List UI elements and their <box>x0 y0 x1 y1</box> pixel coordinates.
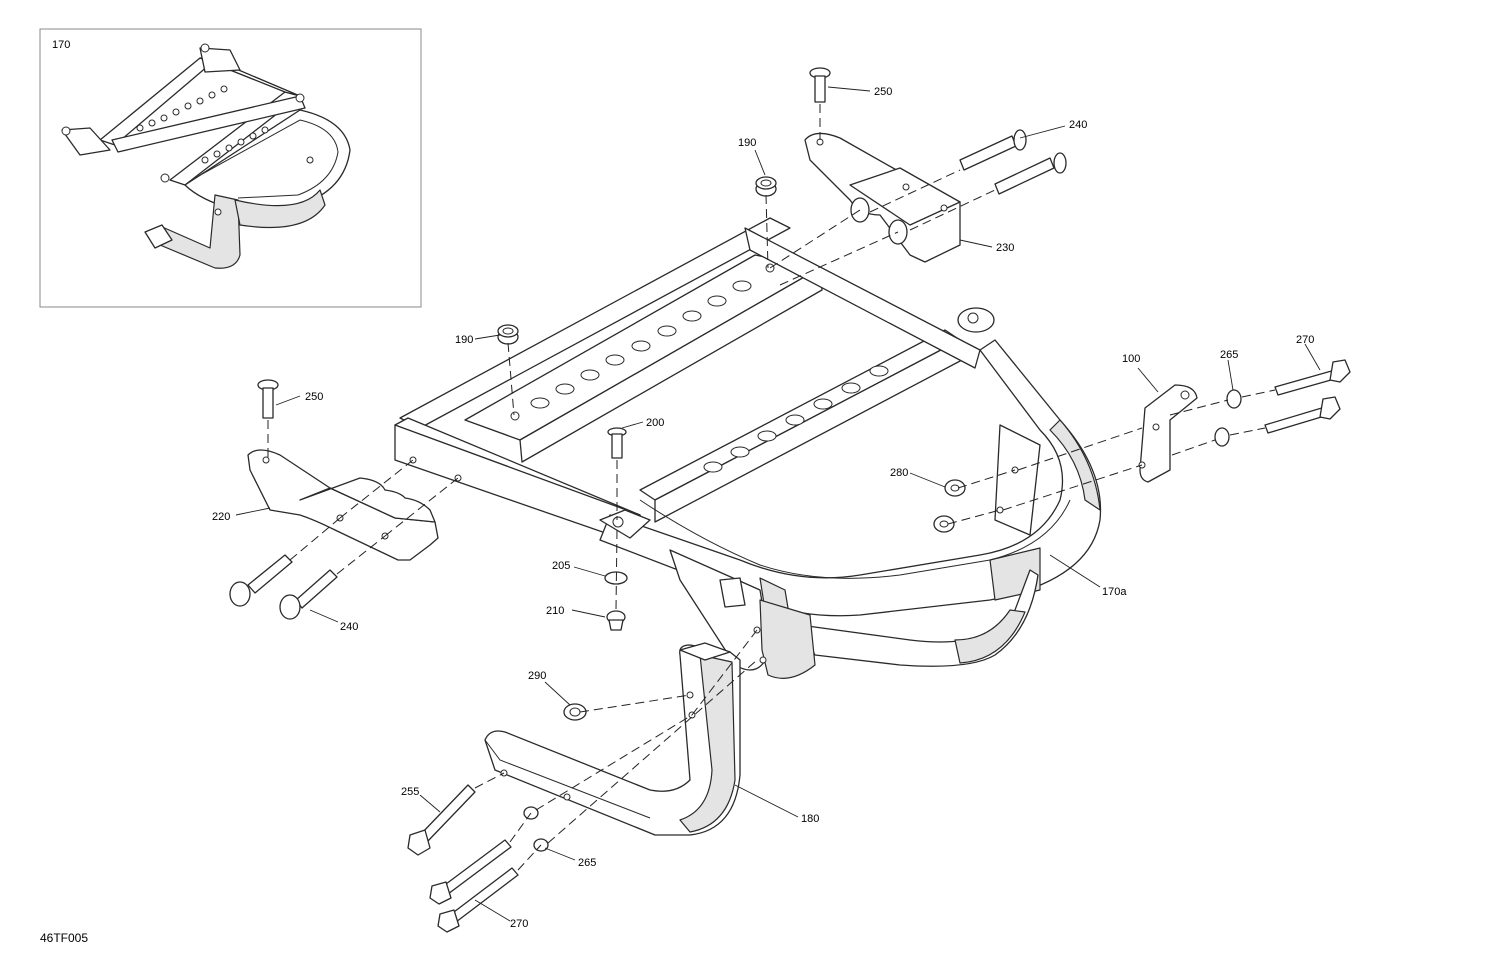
bracket-100 <box>1138 384 1198 483</box>
callout-205: 205 <box>552 560 570 572</box>
callout-230: 230 <box>996 242 1014 254</box>
callout-250-left: 250 <box>305 391 323 403</box>
main-rack-frame <box>394 217 1102 679</box>
leader-lines <box>235 86 1321 922</box>
nut-190-top <box>755 176 777 197</box>
washers-265-right <box>1214 389 1242 447</box>
callout-265-right: 265 <box>1220 349 1238 361</box>
bracket-220 <box>247 449 439 561</box>
bolts-270-bottom <box>429 839 519 933</box>
nut-190-mid <box>497 324 519 345</box>
bolt-250-top <box>809 67 831 103</box>
callout-270-bottom: 270 <box>510 918 528 930</box>
callout-255: 255 <box>401 786 419 798</box>
figure-code: 46TF005 <box>40 931 88 945</box>
callout-265-bottom: 265 <box>578 857 596 869</box>
callout-290: 290 <box>528 670 546 682</box>
callout-170a: 170a <box>1102 586 1127 598</box>
inset-rack-holes <box>136 85 269 164</box>
step-tube-180 <box>484 642 741 836</box>
callout-240-top: 240 <box>1069 119 1087 131</box>
inset-label: 170 <box>52 39 70 51</box>
bolt-200 <box>607 427 627 459</box>
bolts-270-right <box>1264 359 1351 434</box>
fasteners <box>229 67 1351 933</box>
callout-210: 210 <box>546 605 564 617</box>
nut-210 <box>606 610 626 631</box>
pins-240-left <box>229 554 338 620</box>
callout-270-right: 270 <box>1296 334 1314 346</box>
callout-250-top: 250 <box>874 86 892 98</box>
callout-180: 180 <box>801 813 819 825</box>
rack-rail-holes <box>510 263 889 473</box>
callout-220: 220 <box>212 511 230 523</box>
callout-200: 200 <box>646 417 664 429</box>
callout-190-top: 190 <box>738 137 756 149</box>
washers-265-bottom <box>523 806 549 852</box>
nuts-280 <box>933 479 966 533</box>
callout-240-left: 240 <box>340 621 358 633</box>
bracket-230 <box>804 132 961 263</box>
inset-rack-drawing <box>61 43 351 269</box>
callout-100: 100 <box>1122 353 1140 365</box>
assembly-lines <box>267 104 1276 871</box>
bolt-255 <box>407 784 476 856</box>
callout-280: 280 <box>890 467 908 479</box>
callout-190-mid: 190 <box>455 334 473 346</box>
bolt-250-left <box>257 379 279 419</box>
inset-assembly-view: 170 <box>39 28 422 308</box>
pins-240-top <box>959 129 1067 195</box>
callout-labels: 250 240 190 230 190 250 220 200 240 205 … <box>212 86 1314 930</box>
